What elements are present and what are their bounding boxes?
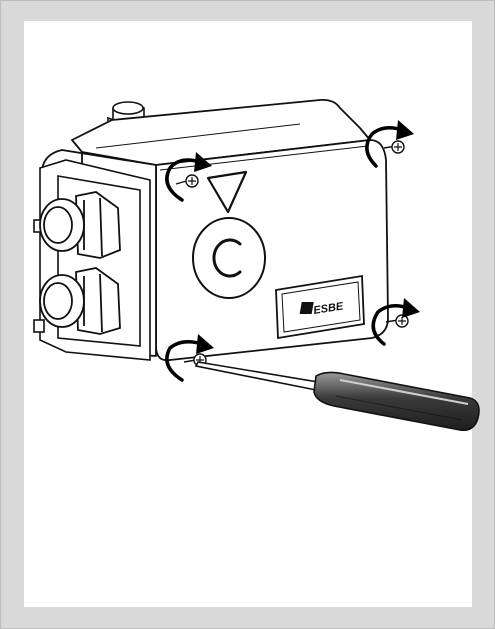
top-right-screw-arrow [365, 120, 414, 168]
screw-top-right [383, 140, 405, 154]
lower-cable-gland [39, 267, 121, 335]
logo-plate: ESBE [275, 274, 365, 340]
logo-text: ESBE [313, 300, 345, 317]
bottom-right-screw-arrow [371, 298, 420, 346]
screw-bottom-right [385, 314, 409, 328]
triangle-indicator-icon [206, 170, 248, 214]
upper-cable-gland [39, 191, 121, 259]
bottom-left-screw-arrow [165, 334, 214, 382]
rotary-dial [192, 217, 266, 299]
logo-mark-icon [299, 302, 314, 314]
top-left-screw-arrow [165, 152, 212, 202]
screwdriver [194, 361, 480, 432]
screwdriver-shaft [194, 361, 319, 391]
screw-top-left [175, 174, 199, 188]
